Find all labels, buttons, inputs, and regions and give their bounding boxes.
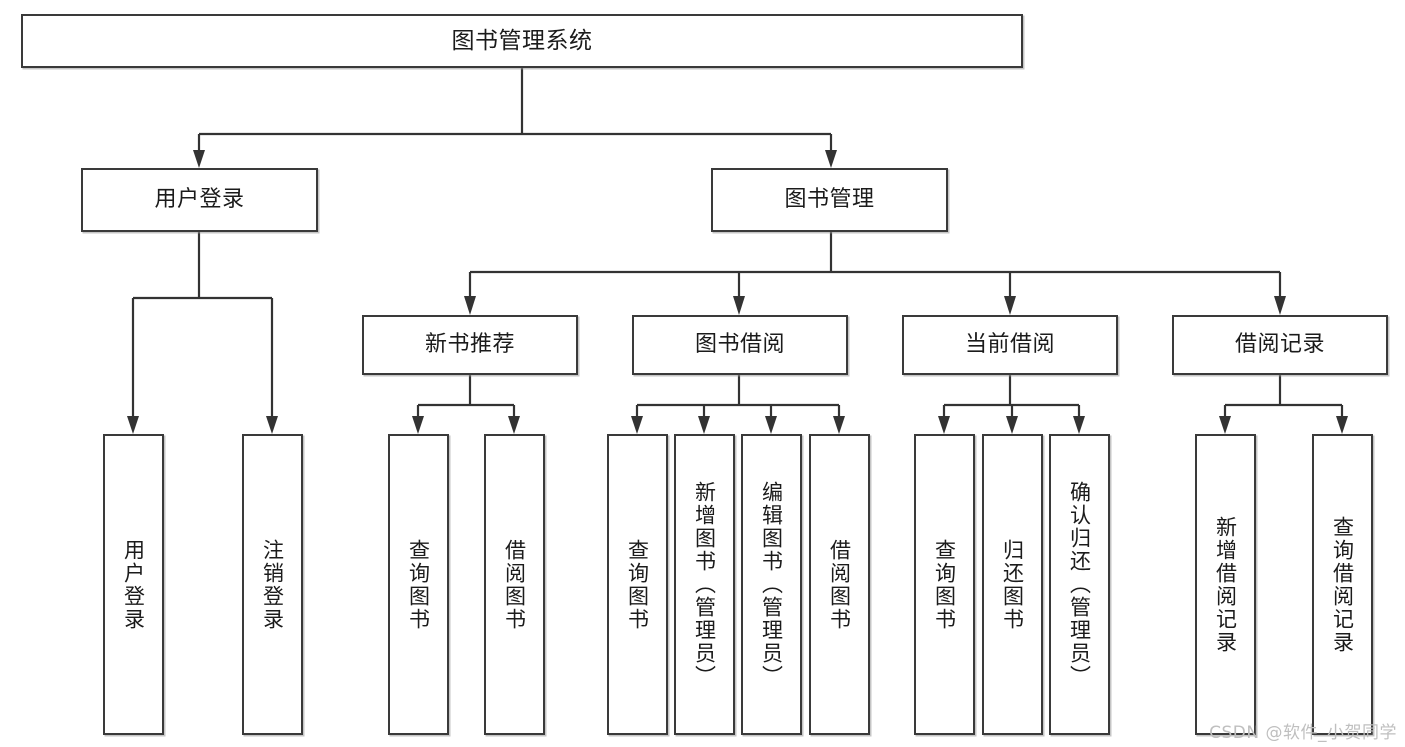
leaf-user-login-login-label: 用户登录 bbox=[121, 538, 146, 631]
leaf-new-book-query[interactable]: 查询图书 bbox=[388, 434, 449, 735]
node-root[interactable]: 图书管理系统 bbox=[21, 14, 1023, 68]
arrowhead-newbook-leaf1 bbox=[412, 416, 424, 434]
node-current-borrow-label: 当前借阅 bbox=[964, 332, 1055, 358]
node-borrow-record[interactable]: 借阅记录 bbox=[1172, 315, 1388, 375]
arrowhead-borrowrecord-leaf2 bbox=[1336, 416, 1348, 434]
arrowhead-leaf-user-login bbox=[127, 416, 139, 434]
node-user-login[interactable]: 用户登录 bbox=[81, 168, 318, 232]
node-user-login-label: 用户登录 bbox=[154, 187, 245, 213]
node-borrow-record-label: 借阅记录 bbox=[1234, 332, 1325, 358]
leaf-new-book-query-label: 查询图书 bbox=[406, 538, 431, 631]
node-book-borrow[interactable]: 图书借阅 bbox=[632, 315, 848, 375]
arrowhead-bookborrow-leaf1 bbox=[631, 416, 643, 434]
leaf-new-book-borrow[interactable]: 借阅图书 bbox=[484, 434, 545, 735]
arrowhead-borrowrecord-leaf1 bbox=[1219, 416, 1231, 434]
node-new-book-recommend[interactable]: 新书推荐 bbox=[362, 315, 578, 375]
leaf-book-borrow-add-label: 新增图书（管理员） bbox=[692, 481, 717, 688]
leaf-book-borrow-query[interactable]: 查询图书 bbox=[607, 434, 668, 735]
arrowhead-bookborrow-leaf2 bbox=[698, 416, 710, 434]
arrowhead-book-manage bbox=[825, 150, 837, 168]
arrowhead-current-borrow bbox=[1004, 296, 1016, 315]
leaf-user-login-login[interactable]: 用户登录 bbox=[103, 434, 164, 735]
arrowhead-book-borrow bbox=[733, 296, 745, 315]
leaf-new-book-borrow-label: 借阅图书 bbox=[502, 538, 527, 631]
leaf-current-borrow-confirm-label: 确认归还（管理员） bbox=[1067, 481, 1092, 688]
leaf-book-borrow-add[interactable]: 新增图书（管理员） bbox=[674, 434, 735, 735]
arrowhead-bookborrow-leaf3 bbox=[765, 416, 777, 434]
arrowhead-currentborrow-leaf1 bbox=[938, 416, 950, 434]
node-book-borrow-label: 图书借阅 bbox=[694, 332, 785, 358]
arrowhead-currentborrow-leaf3 bbox=[1073, 416, 1085, 434]
arrowhead-borrow-record bbox=[1274, 296, 1286, 315]
leaf-book-borrow-query-label: 查询图书 bbox=[625, 538, 650, 631]
arrowhead-bookborrow-leaf4 bbox=[833, 416, 845, 434]
node-current-borrow[interactable]: 当前借阅 bbox=[902, 315, 1118, 375]
leaf-borrow-record-add[interactable]: 新增借阅记录 bbox=[1195, 434, 1256, 735]
arrowhead-newbook-leaf2 bbox=[508, 416, 520, 434]
leaf-borrow-record-query-label: 查询借阅记录 bbox=[1330, 515, 1355, 654]
leaf-current-borrow-query[interactable]: 查询图书 bbox=[914, 434, 975, 735]
arrowhead-leaf-logout bbox=[266, 416, 278, 434]
arrowhead-new-book bbox=[464, 296, 476, 315]
arrowhead-currentborrow-leaf2 bbox=[1006, 416, 1018, 434]
csdn-watermark: CSDN @软件_小贺同学 bbox=[1209, 723, 1397, 743]
leaf-current-borrow-return[interactable]: 归还图书 bbox=[982, 434, 1043, 735]
leaf-user-login-logout-label: 注销登录 bbox=[260, 538, 285, 631]
leaf-book-borrow-borrow[interactable]: 借阅图书 bbox=[809, 434, 870, 735]
leaf-current-borrow-query-label: 查询图书 bbox=[932, 538, 957, 631]
leaf-book-borrow-borrow-label: 借阅图书 bbox=[827, 538, 852, 631]
arrowhead-user-login bbox=[193, 150, 205, 168]
node-book-manage-label: 图书管理 bbox=[784, 187, 875, 213]
leaf-user-login-logout[interactable]: 注销登录 bbox=[242, 434, 303, 735]
node-root-label: 图书管理系统 bbox=[451, 27, 593, 54]
leaf-borrow-record-add-label: 新增借阅记录 bbox=[1213, 515, 1238, 654]
leaf-current-borrow-return-label: 归还图书 bbox=[1000, 538, 1025, 631]
leaf-book-borrow-edit[interactable]: 编辑图书（管理员） bbox=[741, 434, 802, 735]
leaf-current-borrow-confirm[interactable]: 确认归还（管理员） bbox=[1049, 434, 1110, 735]
node-new-book-recommend-label: 新书推荐 bbox=[424, 332, 515, 358]
leaf-borrow-record-query[interactable]: 查询借阅记录 bbox=[1312, 434, 1373, 735]
node-book-manage[interactable]: 图书管理 bbox=[711, 168, 948, 232]
leaf-book-borrow-edit-label: 编辑图书（管理员） bbox=[759, 481, 784, 688]
